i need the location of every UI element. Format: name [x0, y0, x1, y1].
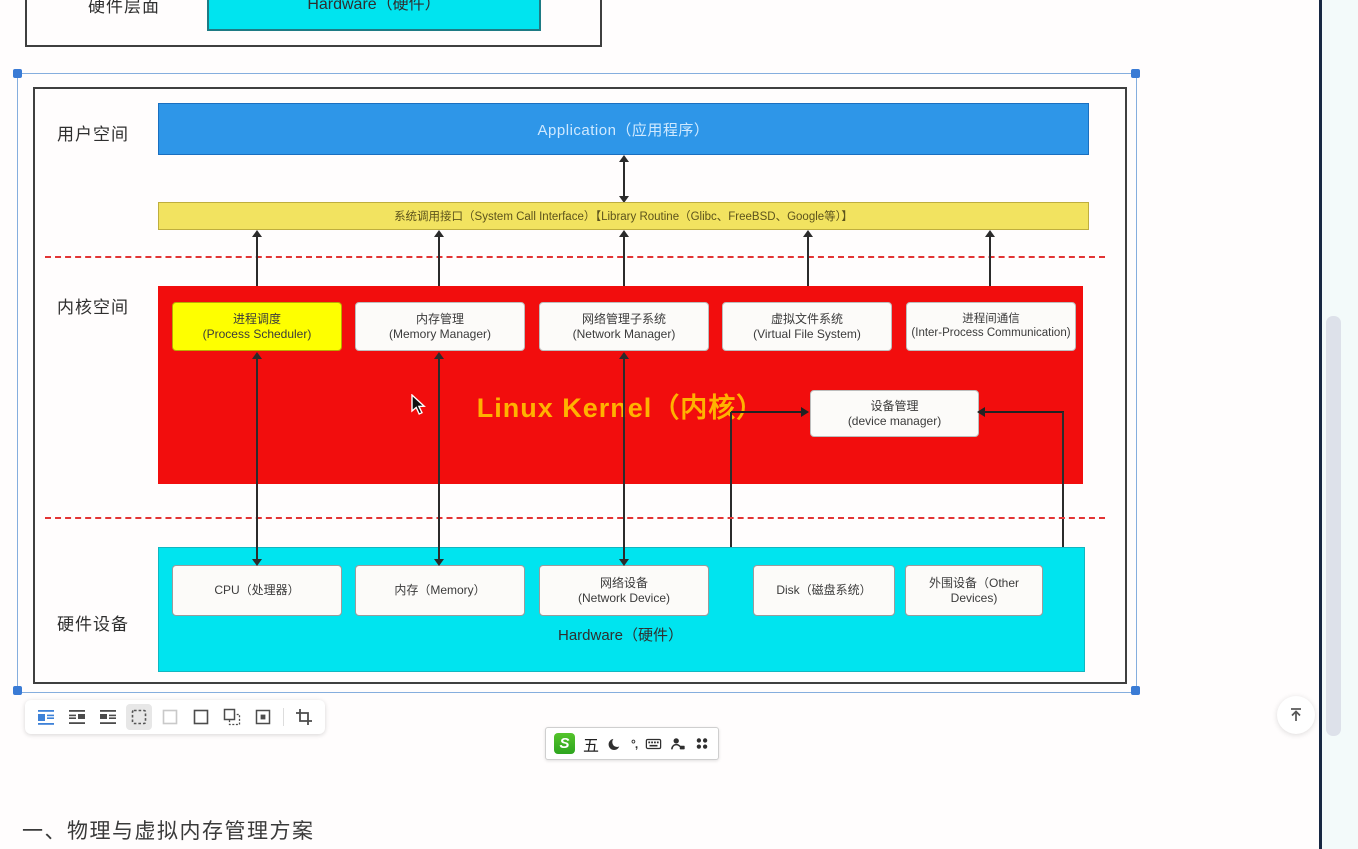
devmgr-disk-vline	[730, 412, 732, 589]
kernel-hw-arrow-1	[252, 352, 262, 566]
prev-hardware-box-label: Hardware（硬件）	[307, 0, 441, 13]
prev-figure-frame	[25, 0, 602, 47]
crop-button[interactable]	[291, 704, 317, 730]
devmgr-right-line	[983, 411, 1064, 413]
process-scheduler-zh: 进程调度	[232, 311, 281, 326]
device-manager-box: 设备管理 (device manager)	[810, 390, 979, 437]
layout-float-button[interactable]	[126, 704, 152, 730]
resize-handle-bottom-left[interactable]	[13, 686, 22, 695]
disk-label: Disk（磁盘系统）	[776, 583, 872, 597]
layout-wrap-both-button[interactable]	[95, 704, 121, 730]
other-devices-box: 外围设备（Other Devices)	[905, 565, 1043, 616]
dashed-divider-top	[45, 256, 1105, 258]
prev-hardware-box: Hardware（硬件）	[207, 0, 541, 31]
toolbox-icon[interactable]	[694, 736, 710, 752]
virtual-file-system-zh: 虚拟文件系统	[770, 311, 843, 326]
disk-box: Disk（磁盘系统）	[753, 565, 895, 616]
layout-wrap-right-button[interactable]	[64, 704, 90, 730]
memory-manager-zh: 内存管理	[415, 311, 464, 326]
image-layout-toolbar	[25, 700, 325, 734]
process-scheduler-en: (Process Scheduler)	[202, 326, 312, 341]
back-to-top-icon	[1291, 708, 1301, 721]
ipc-box: 进程间通信 (Inter-Process Communication)	[906, 302, 1076, 351]
virtual-file-system-box: 虚拟文件系统 (Virtual File System)	[722, 302, 892, 351]
ipc-en: (Inter-Process Communication)	[911, 326, 1071, 339]
night-mode-icon[interactable]	[607, 736, 623, 752]
layout-inline-icon	[193, 709, 209, 725]
layout-wrap-left-icon	[38, 710, 54, 725]
hardware-caption: Hardware（硬件）	[557, 627, 684, 644]
kernel-hw-arrow-2	[434, 352, 444, 566]
memory-box: 内存（Memory）	[355, 565, 525, 616]
ipc-zh: 进程间通信	[962, 313, 1020, 326]
kernel-title: Linux Kernel（内核）	[476, 393, 765, 423]
layout-float-icon	[131, 709, 147, 725]
layout-wrap-right-icon	[69, 710, 85, 724]
layout-wrap-both-icon	[100, 710, 116, 724]
layout-inline-faint-icon	[162, 709, 178, 725]
network-manager-box: 网络管理子系统 (Network Manager)	[539, 302, 709, 351]
network-device-zh: 网络设备	[599, 575, 648, 590]
other-devices-zh: 外围设备（Other	[928, 575, 1019, 590]
network-manager-en: (Network Manager)	[572, 326, 676, 341]
resize-handle-top-right[interactable]	[1131, 69, 1140, 78]
network-manager-zh: 网络管理子系统	[581, 311, 666, 326]
layout-inline-button[interactable]	[188, 704, 214, 730]
device-manager-en: (device manager)	[847, 413, 942, 428]
layout-front-icon	[223, 708, 241, 726]
resize-handle-bottom-right[interactable]	[1131, 686, 1140, 695]
crop-icon	[296, 709, 312, 725]
memory-manager-en: (Memory Manager)	[388, 326, 492, 341]
scrollbar-thumb[interactable]	[1326, 316, 1341, 736]
dashed-divider-bottom	[45, 517, 1105, 519]
ime-mode-button[interactable]: 五	[583, 737, 600, 755]
other-devices-en: Devices)	[950, 590, 998, 605]
memory-label: 内存（Memory）	[394, 583, 486, 597]
syscall-label: 系统调用接口（System Call Interface）【Library Ro…	[394, 211, 853, 223]
application-box: Application（应用程序）	[158, 103, 1089, 155]
layout-wrap-left-button[interactable]	[33, 704, 59, 730]
window-edge	[1319, 0, 1322, 849]
layout-inline-faint-button[interactable]	[157, 704, 183, 730]
layout-front-button[interactable]	[219, 704, 245, 730]
back-to-top-button[interactable]	[1277, 696, 1315, 734]
cpu-label: CPU（处理器）	[214, 583, 300, 597]
sogou-logo-icon[interactable]: S	[554, 733, 575, 754]
kernel-devmgr-arrowhead	[801, 407, 809, 417]
devmgr-right-arrowhead	[977, 407, 985, 417]
application-label: Application（应用程序）	[537, 121, 710, 139]
kernel-space-label: 内核空间	[57, 298, 129, 317]
punctuation-icon[interactable]: °,	[631, 736, 638, 751]
layout-center-button[interactable]	[250, 704, 276, 730]
cpu-box: CPU（处理器）	[172, 565, 342, 616]
mouse-cursor	[411, 394, 426, 415]
syscall-bar: 系统调用接口（System Call Interface）【Library Ro…	[158, 202, 1089, 230]
hardware-space-label: 硬件设备	[57, 615, 129, 634]
ime-status-bar: S 五 °,	[545, 727, 720, 760]
device-manager-zh: 设备管理	[870, 398, 919, 413]
doc-heading[interactable]: 一、物理与虚拟内存管理方案	[22, 820, 315, 843]
layout-center-icon	[255, 709, 271, 725]
network-device-box: 网络设备 (Network Device)	[539, 565, 709, 616]
memory-manager-box: 内存管理 (Memory Manager)	[355, 302, 525, 351]
toolbar-separator	[283, 708, 284, 726]
user-space-label: 用户空间	[57, 125, 129, 144]
selected-image[interactable]	[17, 73, 1137, 693]
diagram-frame	[33, 87, 1127, 684]
app-syscall-arrow	[619, 155, 629, 203]
soft-keyboard-icon[interactable]	[645, 736, 662, 752]
prev-layer-label: 硬件层面	[88, 0, 160, 16]
virtual-file-system-en: (Virtual File System)	[753, 326, 861, 341]
kernel-hw-arrow-3	[619, 352, 629, 566]
resize-handle-top-left[interactable]	[13, 69, 22, 78]
process-scheduler-box: 进程调度 (Process Scheduler)	[172, 302, 342, 351]
devmgr-other-vline	[1062, 412, 1064, 589]
network-device-en: (Network Device)	[577, 590, 670, 605]
kernel-devmgr-line	[731, 411, 803, 413]
handwriting-icon[interactable]	[670, 736, 686, 752]
